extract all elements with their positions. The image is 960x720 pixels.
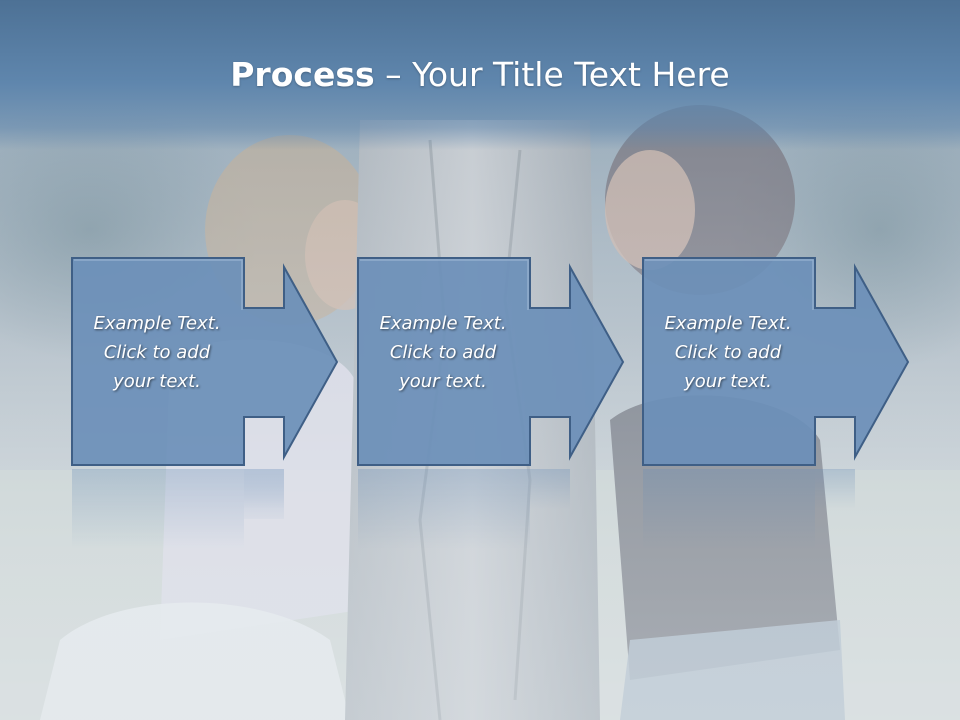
step-text-line-3: your text. (113, 371, 201, 392)
right-arrow-icon (357, 257, 625, 466)
title-band (0, 0, 960, 150)
process-step-2[interactable]: Example Text. Click to add your text. (357, 257, 627, 467)
step-text[interactable]: Example Text. Click to add your text. (71, 309, 243, 396)
step-text-line-3: your text. (399, 371, 487, 392)
step-text-line-1: Example Text. (379, 313, 507, 334)
title-rest: – Your Title Text Here (374, 55, 730, 94)
right-arrow-icon (71, 257, 339, 466)
process-step-1[interactable]: Example Text. Click to add your text. (71, 257, 341, 467)
right-arrow-icon (642, 257, 910, 466)
step-text-line-2: Click to add (674, 342, 782, 363)
process-step-3[interactable]: Example Text. Click to add your text. (642, 257, 912, 467)
step-text-line-2: Click to add (103, 342, 211, 363)
step-text-line-3: your text. (684, 371, 772, 392)
slide-title[interactable]: Process – Your Title Text Here (0, 52, 960, 98)
step-text-line-2: Click to add (389, 342, 497, 363)
step-2-reflection (357, 469, 627, 549)
step-text-line-1: Example Text. (664, 313, 792, 334)
step-text[interactable]: Example Text. Click to add your text. (642, 309, 814, 396)
step-3-reflection (642, 469, 912, 549)
step-1-reflection (71, 469, 341, 549)
step-text[interactable]: Example Text. Click to add your text. (357, 309, 529, 396)
title-bold: Process (230, 55, 375, 94)
step-text-line-1: Example Text. (93, 313, 221, 334)
